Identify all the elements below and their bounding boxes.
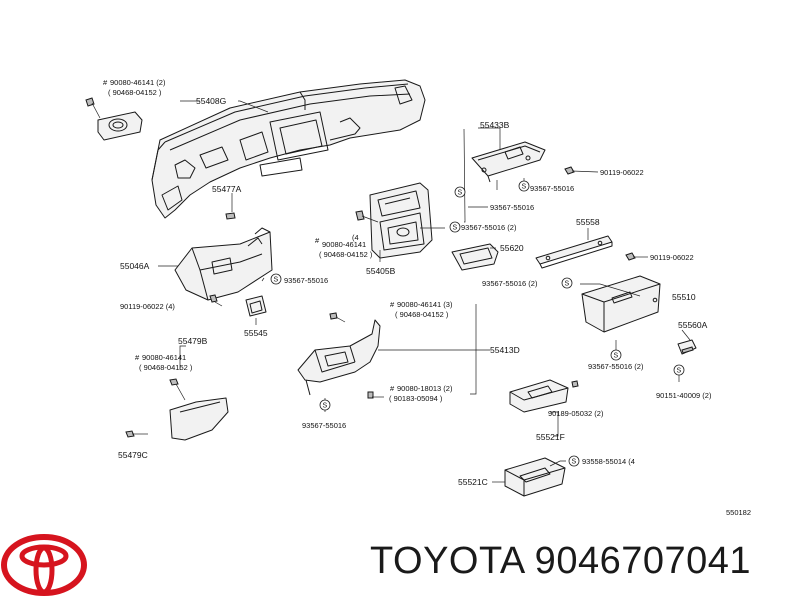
label-90468-04152-center: ( 90468-04152 ) [395,310,449,319]
label-93567-55016-g: 93567-55016 [302,421,346,430]
label-90119-06022-left: 90119-06022 (4) [120,302,175,311]
label-93567-55016-a: 93567-55016 [530,184,574,193]
instrument-panel-drawing [151,79,426,219]
label-90468-04152-left: ( 90468-04152 ) [139,363,193,372]
hash-mark: # [135,353,140,362]
label-55558: 55558 [576,217,600,227]
switch-hole-cover-drawing [245,295,267,317]
label-90468-04152-middle: ( 90468-04152 ) [319,250,373,259]
center-lower-bracket-drawing [297,312,381,399]
lower-panel-drawing [174,212,273,307]
label-93567-55016-e: 93567-55016 (2) [482,279,538,288]
label-55560A: 55560A [678,320,708,330]
label-55545: 55545 [244,328,268,338]
glove-box-lock-drawing [677,339,697,355]
label-55510: 55510 [672,292,696,302]
leader-lines [158,100,691,483]
glove-compartment-drawing [581,275,661,333]
brand-part-number: TOYOTA 9046707041 [370,540,752,582]
hash-mark: # [315,236,320,245]
s-symbol: S [614,353,619,360]
label-55433B: 55433B [480,120,510,130]
label-55405B: 55405B [366,266,396,276]
label-90080-46141-left: 90080-46141 [142,353,186,362]
label-90151-40009: 90151-40009 (2) [656,391,712,400]
s-symbol: S [572,459,577,466]
label-90189-05032: 90189-05032 (2) [548,409,604,418]
part-labels: # 90080-46141 (2) ( 90468-04152 ) 55408G… [103,78,751,517]
hash-mark: # [390,384,395,393]
label-55479B: 55479B [178,336,208,346]
reinforcement-bar-drawing [535,235,648,269]
s-symbol: S [565,281,570,288]
label-93567-55016-b: 93567-55016 [490,203,534,212]
label-93567-55016-c: 93567-55016 (2) [461,223,517,232]
label-90080-46141-top-left: 90080-46141 (2) [110,78,166,87]
ash-receptacle-drawing [509,379,579,413]
label-55479C: 55479C [118,450,148,460]
label-55521C: 55521C [458,477,488,487]
hash-mark: # [390,300,395,309]
diagram-id: 550182 [726,508,751,517]
cup-holder-drawing [451,243,499,271]
label-93567-55016-f: 93567-55016 (2) [588,362,644,371]
toyota-logo-icon [1,534,87,596]
label-55408G: 55408G [196,96,226,106]
label-55521F: 55521F [536,432,565,442]
label-90183-05094: ( 90183-05094 ) [389,394,443,403]
left-lower-cover-drawing [125,378,229,441]
s-symbol: S [453,225,458,232]
label-90119-06022-right: 90119-06022 [600,168,644,177]
ash-tray-drawing [504,457,566,497]
label-93567-55016-d: 93567-55016 [284,276,328,285]
upper-trim-drawing [471,141,599,183]
label-55620: 55620 [500,243,524,253]
s-symbol: S [323,403,328,410]
label-90119-06022-right-2: 90119-06022 [650,253,694,262]
label-55046A: 55046A [120,261,150,271]
s-symbol: S [458,190,463,197]
label-93558-55014: 93558-55014 (4 [582,457,635,466]
hash-mark: # [103,78,108,87]
s-symbol: S [274,277,279,284]
screw-symbols: S S S S S S S S S [270,180,685,467]
label-qty-4: (4 [352,233,359,242]
label-90080-46141-middle: 90080-46141 [322,240,366,249]
label-55413D: 55413D [490,345,520,355]
s-symbol: S [677,368,682,375]
label-90080-18013: 90080-18013 (2) [397,384,453,393]
s-symbol: S [522,184,527,191]
cluster-finish-panel-drawing [355,182,433,259]
side-bracket-drawing [85,97,143,141]
label-90468-04152-top-left: ( 90468-04152 ) [108,88,162,97]
label-90080-46141-center: 90080-46141 (3) [397,300,453,309]
label-55477A: 55477A [212,184,242,194]
